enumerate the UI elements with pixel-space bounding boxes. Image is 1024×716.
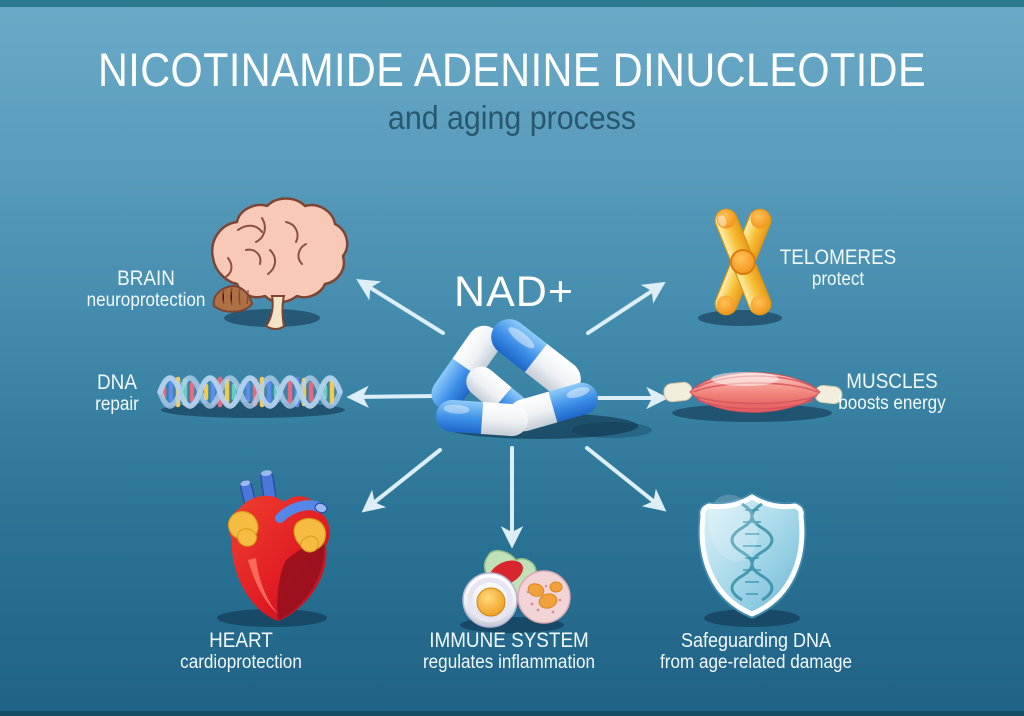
item-title: MUSCLES bbox=[846, 370, 938, 393]
pills-icon bbox=[431, 319, 598, 437]
bottom-edge-bar bbox=[0, 711, 1024, 716]
item-subtitle: protect bbox=[811, 269, 865, 290]
radiating-arrows bbox=[346, 279, 669, 549]
item-title: IMMUNE SYSTEM bbox=[429, 629, 589, 652]
item-title: DNA bbox=[97, 371, 137, 394]
arrow-down-left bbox=[361, 448, 442, 513]
arrow-left bbox=[346, 385, 439, 409]
item-subtitle: from age-related damage bbox=[659, 652, 853, 673]
arrow-up-left bbox=[356, 279, 445, 335]
heart-icon bbox=[227, 470, 330, 621]
item-subtitle: regulates inflammation bbox=[422, 652, 596, 673]
label-telomeres: TELOMERES protect bbox=[780, 247, 897, 291]
arrow-up-right bbox=[586, 281, 666, 335]
dna-helix-icon bbox=[157, 375, 343, 409]
item-subtitle: cardioprotection bbox=[180, 652, 302, 673]
label-brain: BRAIN neuroprotection bbox=[87, 268, 206, 312]
item-title: TELOMERES bbox=[779, 246, 897, 269]
item-subtitle: boosts energy bbox=[838, 393, 946, 414]
immune-cells-icon bbox=[462, 549, 571, 628]
item-subtitle: neuroprotection bbox=[86, 290, 206, 311]
nad-center-label: NAD+ bbox=[454, 268, 574, 316]
item-title: HEART bbox=[209, 629, 273, 652]
label-immune: IMMUNE SYSTEM regulates inflammation bbox=[423, 630, 595, 674]
arrow-down-right bbox=[585, 446, 667, 512]
label-heart: HEART cardioprotection bbox=[180, 630, 302, 674]
top-edge-bar bbox=[0, 0, 1024, 7]
brain-icon bbox=[210, 197, 349, 330]
item-title: Safeguarding DNA bbox=[680, 630, 832, 652]
item-subtitle: repair bbox=[95, 394, 139, 415]
page-subtitle: and aging process bbox=[387, 99, 637, 136]
page-title: NICOTINAMIDE ADENINE DINUCLEOTIDE bbox=[97, 43, 927, 96]
label-shield: Safeguarding DNA from age-related damage bbox=[660, 630, 852, 674]
item-title: BRAIN bbox=[117, 267, 175, 290]
chromosome-icon bbox=[714, 208, 772, 316]
muscle-icon bbox=[663, 372, 843, 413]
dna-shield-icon bbox=[697, 492, 807, 619]
label-dna: DNA repair bbox=[95, 372, 139, 416]
label-muscles: MUSCLES boosts energy bbox=[838, 371, 945, 415]
